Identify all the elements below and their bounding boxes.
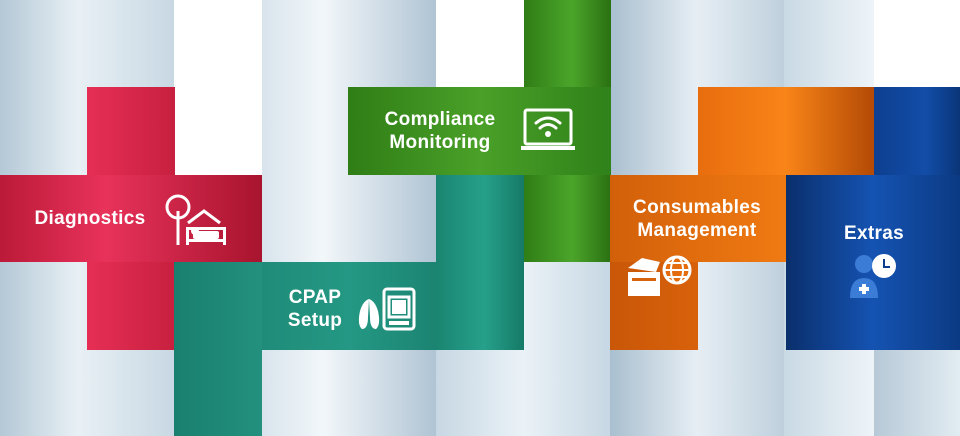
consumables-label-line2: Management xyxy=(637,220,757,241)
consumables-label-line1: Consumables xyxy=(633,197,761,218)
consumables-label: Consumables Management xyxy=(616,196,778,242)
background-column-2 xyxy=(262,0,436,436)
wifi-laptop-icon xyxy=(521,108,575,150)
compliance-label-line1: Compliance xyxy=(384,109,496,130)
diagnostics-cross-horizontal xyxy=(0,175,262,262)
box-globe-icon xyxy=(628,255,692,296)
user-clock-icon xyxy=(850,254,896,298)
cpap-label-line2: Setup xyxy=(287,310,343,331)
cpap-lower-left xyxy=(174,262,262,436)
extras-label: Extras xyxy=(844,223,904,244)
cpap-label: CPAP Setup xyxy=(270,286,360,332)
cpap-label-line1: CPAP xyxy=(288,287,342,308)
cpap-upper-right xyxy=(436,175,524,350)
compliance-label-line2: Monitoring xyxy=(389,132,491,153)
diagnostics-label: Diagnostics xyxy=(34,208,146,229)
compliance-label: Compliance Monitoring xyxy=(370,108,510,154)
tree-house-bed-icon xyxy=(165,194,226,245)
background-column-6 xyxy=(874,350,960,436)
consumables-middle-bar xyxy=(610,175,786,262)
lungs-device-icon xyxy=(358,287,416,331)
compliance-cross-horizontal xyxy=(348,87,611,175)
